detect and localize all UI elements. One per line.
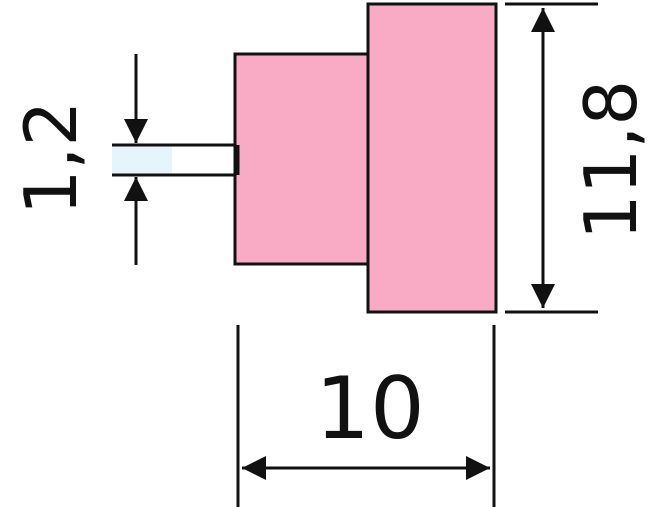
small-section: [233, 52, 372, 266]
bore-diameter-label: 1,2: [9, 101, 93, 216]
total-length-label: 10: [315, 359, 424, 459]
bore-highlight: [112, 146, 172, 174]
outer-height-label: 11,8: [569, 80, 653, 240]
large-section: [366, 2, 498, 314]
